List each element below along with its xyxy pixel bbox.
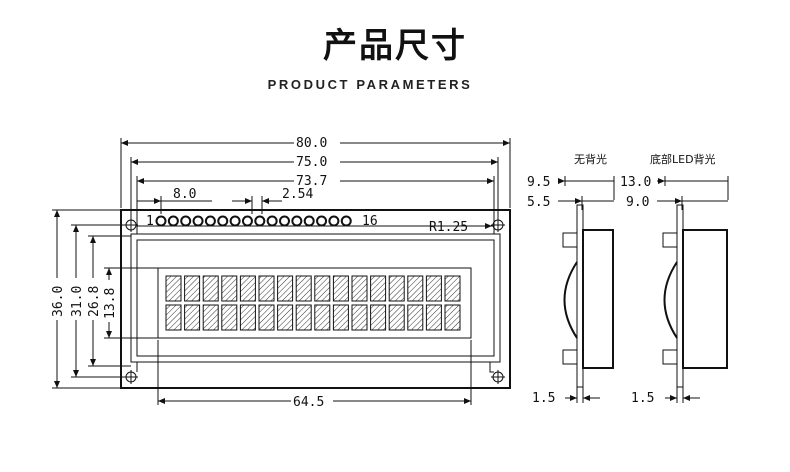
character-cell: [221, 304, 238, 331]
pin: [254, 215, 266, 227]
side-view-2-bottom-dim: 1.5: [631, 391, 654, 406]
page-subtitle: PRODUCT PARAMETERS: [267, 77, 473, 92]
character-cell: [370, 304, 387, 331]
dim-pin1-offset: 8.0: [173, 187, 196, 202]
character-cell: [444, 275, 461, 302]
character-cell: [370, 275, 387, 302]
dim-height-holes: 31.0: [70, 286, 85, 317]
pin: [291, 215, 303, 227]
front-view: 1 16 R1.25 80.0 75.0 73.7 8.0 2.54: [48, 135, 511, 410]
pin-header: [155, 215, 352, 227]
character-cell: [221, 275, 238, 302]
character-cell: [165, 304, 182, 331]
side-view-1-top-dim: 9.5: [527, 175, 550, 190]
pin: [316, 215, 328, 227]
character-cell: [184, 275, 201, 302]
side-view-1-bottom-dim: 1.5: [532, 391, 555, 406]
dim-width-pcb: 73.7: [296, 174, 327, 189]
pin: [155, 215, 167, 227]
pin: [167, 215, 179, 227]
pin: [204, 215, 216, 227]
character-cell: [388, 275, 405, 302]
character-cell: [332, 304, 349, 331]
character-cell: [314, 275, 331, 302]
side-view-2-top-dim: 13.0: [620, 175, 651, 190]
display-frame: [130, 233, 501, 363]
pin: [241, 215, 253, 227]
mounting-holes: [124, 218, 505, 384]
dim-height-total: 36.0: [51, 286, 66, 317]
character-cell: [202, 304, 219, 331]
dim-width-total: 80.0: [296, 136, 327, 151]
side-view-1-label: 无背光: [574, 152, 607, 166]
character-cell: [425, 304, 442, 331]
character-cell: [351, 304, 368, 331]
character-cell: [444, 304, 461, 331]
character-cell: [184, 304, 201, 331]
character-cell: [425, 275, 442, 302]
pin-first-label: 1: [146, 214, 154, 229]
side-view-1-mid-dim: 5.5: [527, 195, 550, 210]
character-cell: [258, 304, 275, 331]
pin: [266, 215, 278, 227]
lcd-view-area: [157, 267, 472, 339]
character-cell: [295, 304, 312, 331]
pin: [217, 215, 229, 227]
dim-height-view: 13.8: [103, 288, 118, 319]
dim-width-holes: 75.0: [296, 155, 327, 170]
side-view-2-mid-dim: 9.0: [626, 195, 649, 210]
character-cell: [388, 304, 405, 331]
character-cell: [407, 304, 424, 331]
pin: [192, 215, 204, 227]
side-view-2-label: 底部LED背光: [650, 152, 716, 166]
pin: [340, 215, 352, 227]
dim-pin-pitch: 2.54: [282, 187, 313, 202]
character-cell: [258, 275, 275, 302]
pin: [303, 215, 315, 227]
pin: [180, 215, 192, 227]
pin: [328, 215, 340, 227]
hole-radius-label: R1.25: [429, 220, 468, 235]
character-cell: [314, 304, 331, 331]
character-cell: [165, 275, 182, 302]
display-bezel: [136, 239, 495, 357]
dim-height-window: 26.8: [87, 286, 102, 317]
dim-view-width: 64.5: [293, 395, 324, 410]
side-view-no-backlight: 无背光 9.5 5.5 1.5: [527, 152, 615, 406]
character-grid: [165, 275, 461, 331]
character-cell: [351, 275, 368, 302]
page-title: 产品尺寸: [323, 26, 467, 66]
character-cell: [239, 275, 256, 302]
pcb-outline: [120, 209, 511, 389]
pin-last-label: 16: [362, 214, 378, 229]
character-cell: [332, 275, 349, 302]
character-cell: [277, 275, 294, 302]
pin: [279, 215, 290, 227]
character-cell: [239, 304, 256, 331]
character-cell: [277, 304, 294, 331]
pin: [229, 215, 241, 227]
side-view-bottom-led: 底部LED背光 13.0 9.0 1.5: [620, 152, 729, 406]
character-cell: [295, 275, 312, 302]
character-cell: [202, 275, 219, 302]
character-cell: [407, 275, 424, 302]
